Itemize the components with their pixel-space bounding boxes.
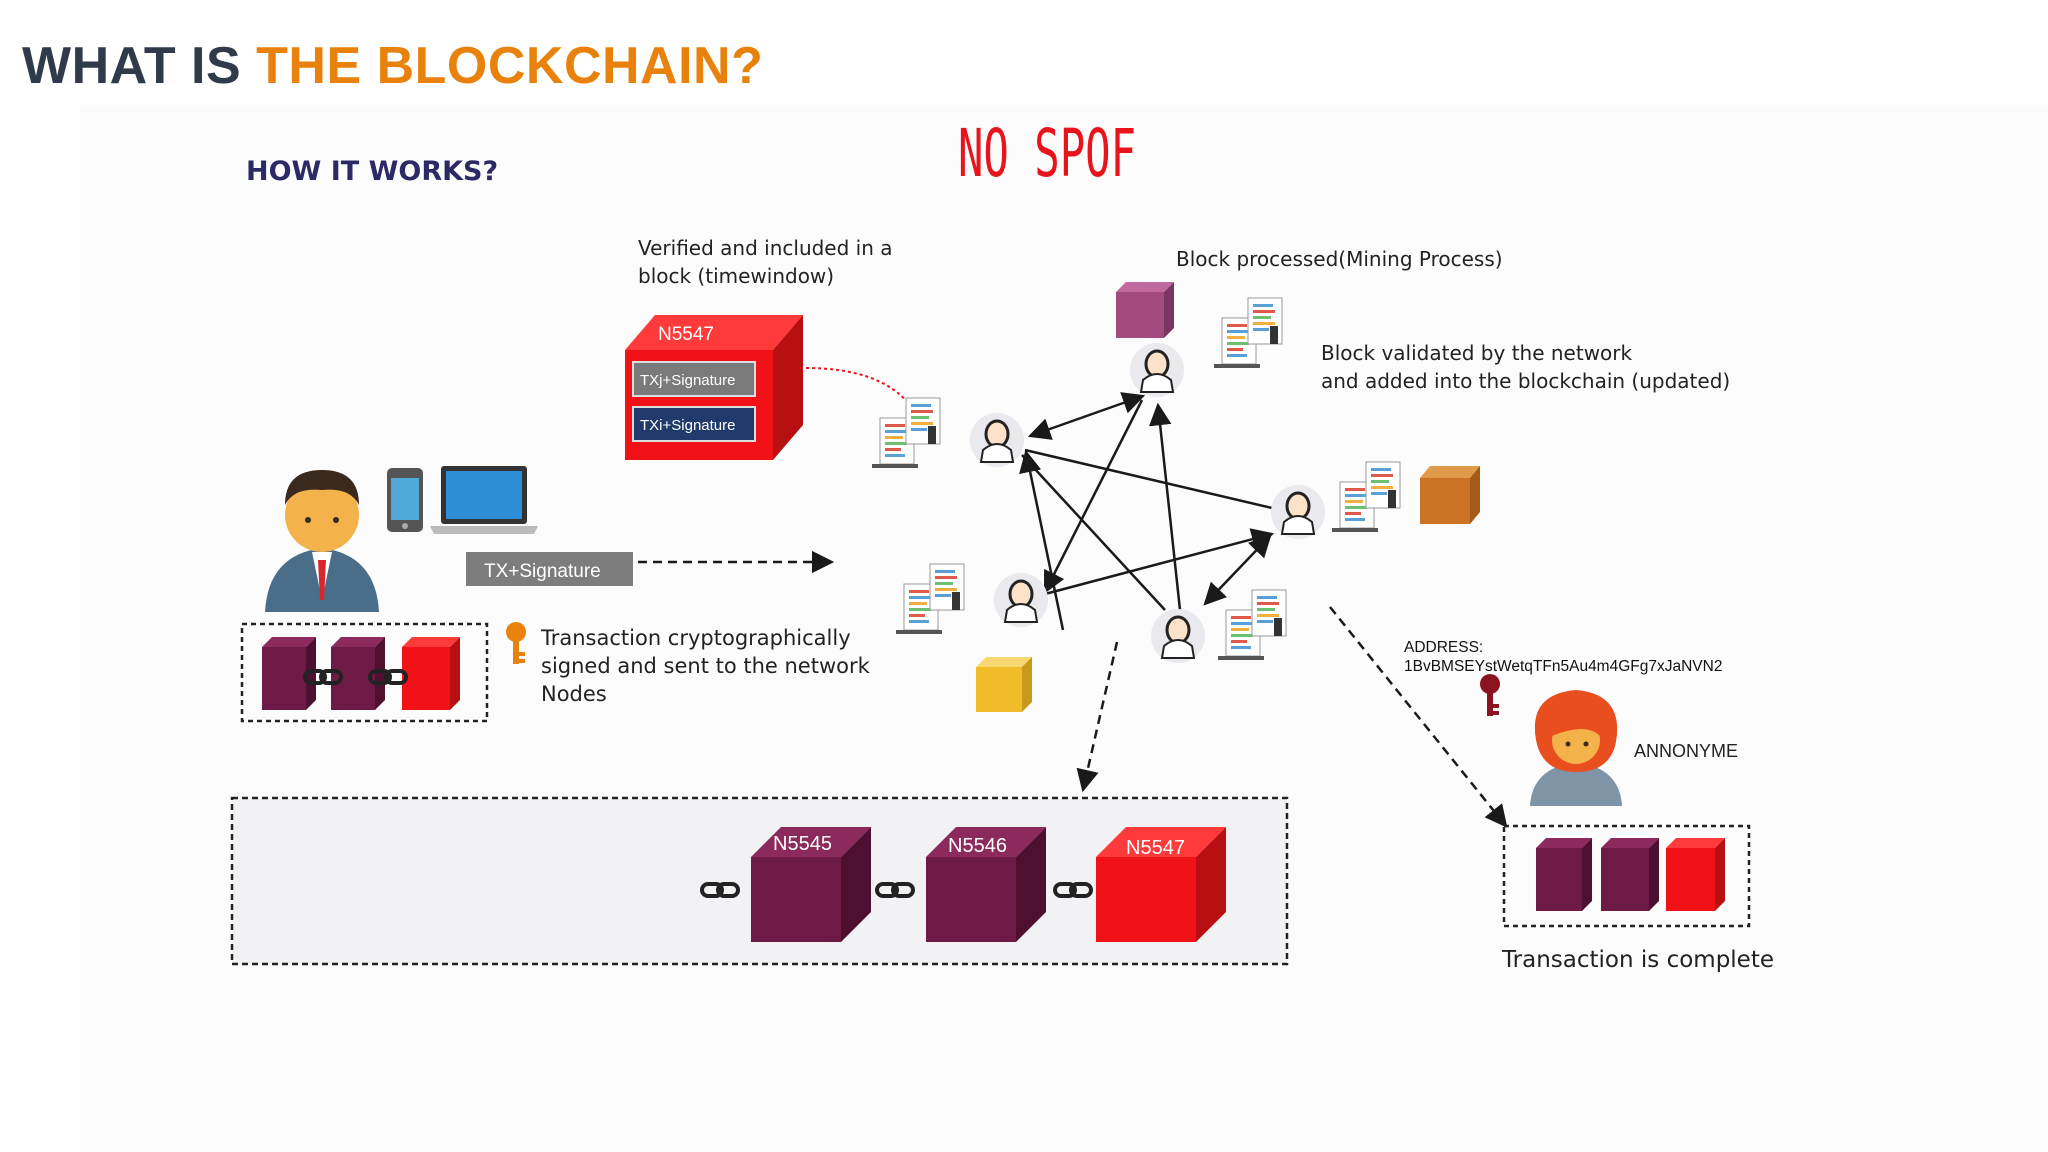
phone-icon xyxy=(387,468,423,532)
tx-j-box xyxy=(632,361,756,397)
tx-j-label: TXj+Signature xyxy=(640,372,735,389)
blockchain-blocks: N5545 N5546 N5547 xyxy=(700,827,1226,942)
laptop-icon xyxy=(430,466,538,534)
tx-sent-line2: signed and sent to the network xyxy=(541,654,871,678)
user-avatar xyxy=(265,470,379,612)
pending-block-connector xyxy=(805,367,911,406)
verified-label-line1: Verified and included in a xyxy=(638,236,893,260)
receiver-wallet-blocks xyxy=(1536,838,1725,911)
tx-sent-line1: Transaction cryptographically xyxy=(540,626,851,650)
mined-block-purple xyxy=(1116,282,1174,338)
tx-signature-label: TX+Signature xyxy=(484,561,601,582)
chain-block-3-id: N5547 xyxy=(1126,837,1185,859)
block-to-chain-arrow xyxy=(1076,641,1119,793)
tx-sent-line3: Nodes xyxy=(541,682,607,706)
verified-label-line2: block (timewindow) xyxy=(638,264,834,288)
node-left xyxy=(968,411,1026,469)
title-part-2: THE BLOCKCHAIN? xyxy=(256,37,764,95)
receiver-avatar xyxy=(1530,690,1622,806)
slide-title: WHAT IS THE BLOCKCHAIN? xyxy=(22,36,763,96)
tx-signature-box xyxy=(466,552,633,586)
chain-block-1-id: N5545 xyxy=(773,833,832,855)
transaction-complete-label: Transaction is complete xyxy=(1501,947,1774,973)
mined-block-yellow xyxy=(976,657,1032,712)
mined-block-orange xyxy=(1420,466,1480,524)
user-wallet-blocks xyxy=(262,637,460,710)
node-right xyxy=(1269,483,1327,541)
chain-block-2-id: N5546 xyxy=(948,835,1007,857)
tx-i-box xyxy=(632,406,756,442)
how-it-works-heading: HOW IT WORKS? xyxy=(246,156,498,187)
address-label: ADDRESS: xyxy=(1404,639,1483,656)
title-part-1: WHAT IS xyxy=(22,37,257,95)
pending-block: N5547 TXj+Signature TXi+Signature xyxy=(625,315,803,460)
address-value: 1BvBMSEYstWetqTFn5Au4m4GFg7xJaNVN2 xyxy=(1404,658,1722,675)
pending-block-id: N5547 xyxy=(658,324,714,345)
block-processed-label: Block processed(Mining Process) xyxy=(1176,247,1503,271)
node-bottom-left xyxy=(992,571,1050,629)
network-links xyxy=(1019,392,1275,631)
node-bottom xyxy=(1149,607,1207,665)
background-panel xyxy=(80,105,2048,1152)
receiver-wallet-box xyxy=(1502,824,1751,928)
block-validated-line2: and added into the blockchain (updated) xyxy=(1321,369,1730,393)
tx-i-label: TXi+Signature xyxy=(640,417,735,434)
block-to-receiver-arrow xyxy=(1329,606,1508,828)
no-spof-label: NO SPOF xyxy=(958,115,1136,192)
block-validated-line1: Block validated by the network xyxy=(1321,341,1633,365)
anonyme-label: ANNONYME xyxy=(1634,741,1738,761)
node-top xyxy=(1128,341,1186,399)
